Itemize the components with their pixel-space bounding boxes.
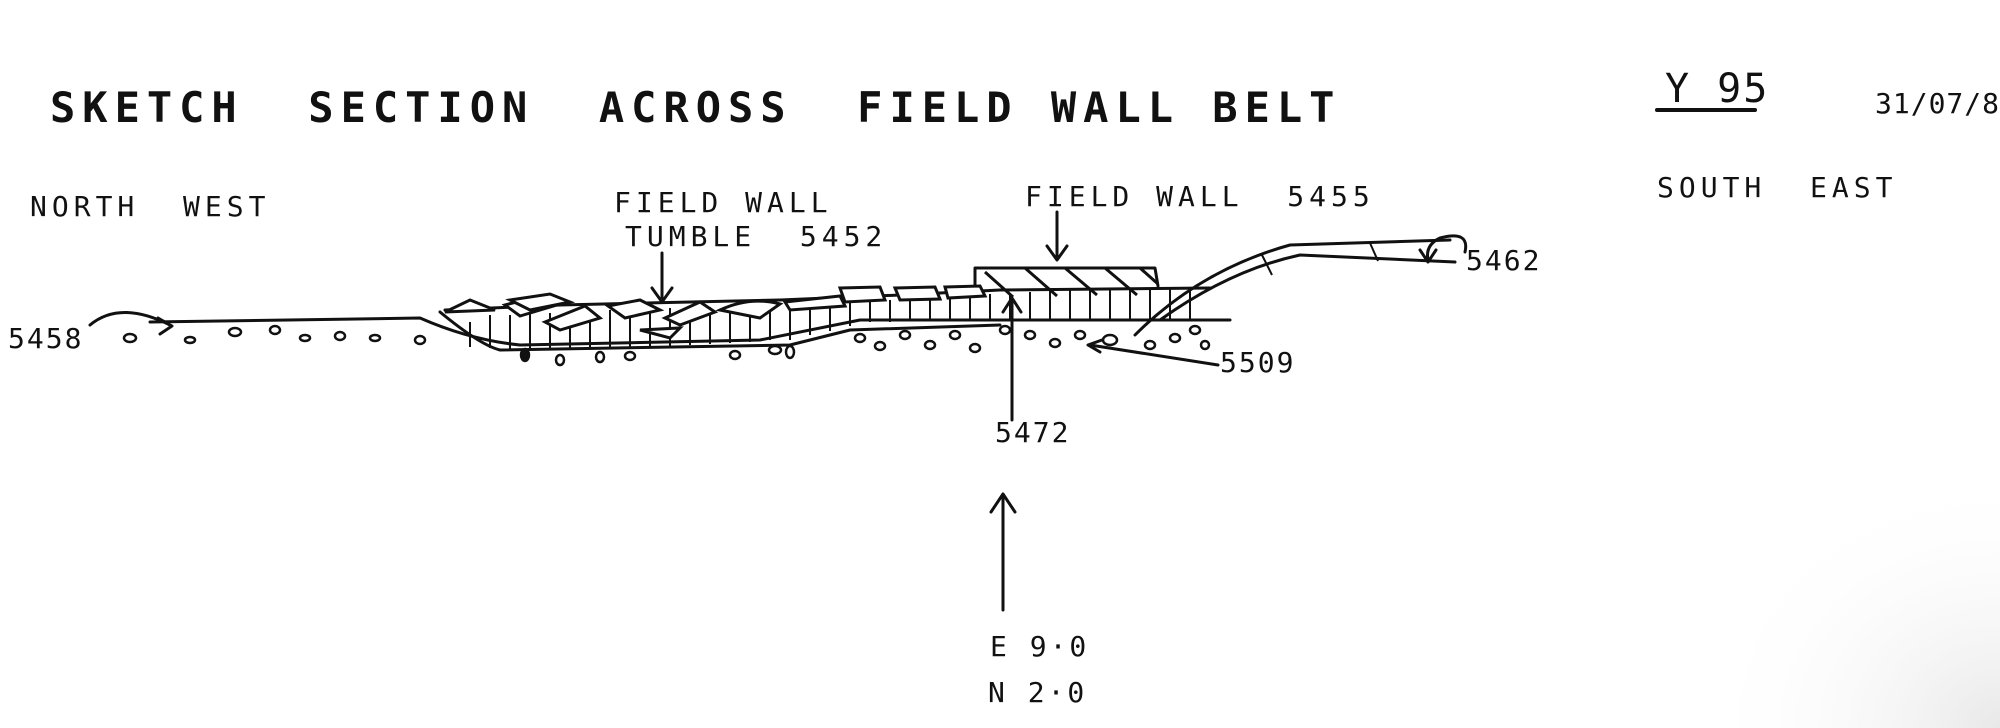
label-5472: 5472 — [995, 416, 1070, 449]
gravel-stones — [122, 324, 1211, 367]
section-profile — [122, 238, 1457, 367]
direction-north-west: NORTH WEST — [30, 190, 270, 223]
easting-label: E 9·0 — [990, 630, 1089, 663]
drawing-title: SKETCH SECTION ACROSS FIELD WALL BELT — [50, 83, 1341, 132]
leader-arrows — [88, 210, 1468, 612]
drawing-date: 31/07/83 — [1875, 87, 2000, 120]
label-5462: 5462 — [1466, 244, 1541, 277]
northing-label: N 2·0 — [988, 676, 1087, 709]
label-5509: 5509 — [1220, 346, 1295, 379]
label-5458: 5458 — [8, 322, 83, 355]
label-tumble-line1: FIELD WALL — [614, 186, 833, 219]
label-tumble-line2: TUMBLE 5452 — [625, 220, 887, 253]
site-code: Y 95 — [1665, 66, 1769, 112]
direction-south-east: SOUTH EAST — [1657, 171, 1897, 204]
label-field-wall: FIELD WALL 5455 — [1025, 180, 1375, 213]
